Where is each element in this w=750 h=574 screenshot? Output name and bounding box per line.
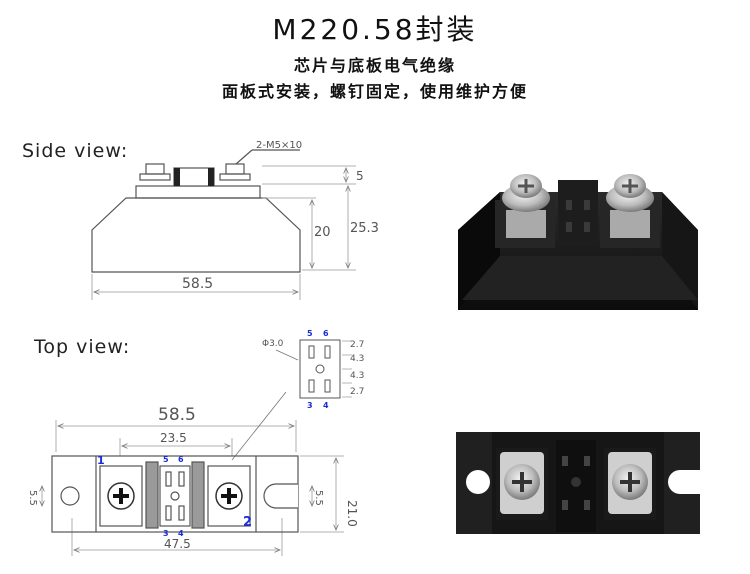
top-wall-left — [145, 461, 159, 529]
dim-top-holes: 47.5 — [164, 537, 191, 551]
top-terminal-right — [207, 465, 251, 527]
dim-body-height: 20 — [314, 225, 331, 240]
side-baseplate — [135, 185, 261, 199]
top-mount-slot — [263, 483, 298, 509]
dim-slot-left: 5.5 — [27, 490, 38, 506]
side-washer-left — [139, 173, 171, 181]
dim-top-height: 21.0 — [345, 500, 359, 527]
pin-dim-1: 2.7 — [350, 340, 364, 350]
dim-top: 5 — [356, 169, 364, 183]
pin-detail-4: 4 — [323, 401, 329, 410]
side-washer-right — [219, 173, 251, 181]
side-view-drawing — [91, 149, 301, 273]
feature-line-mounting: 面板式安装，螺钉固定，使用维护方便 — [221, 82, 528, 101]
pin-detail-6: 6 — [323, 329, 329, 338]
top-view-label: Top view: — [34, 336, 131, 358]
pin-detail-5: 5 — [307, 329, 313, 338]
side-screw-left — [145, 163, 165, 175]
side-body-outline — [91, 197, 301, 273]
dim-total-height: 25.3 — [350, 221, 379, 236]
pin-detail-3: 3 — [307, 401, 313, 410]
side-view-label: Side view: — [22, 140, 129, 162]
side-screw-right — [225, 163, 245, 175]
top-wall-right — [191, 461, 205, 529]
pin-dim-4: 2.7 — [350, 387, 364, 397]
pin-label-1: 1 — [97, 454, 105, 467]
page-title: M220.58封装 — [272, 13, 478, 46]
pin-label-4: 4 — [178, 529, 184, 538]
dim-slot-right: 5.5 — [313, 490, 324, 506]
dim-top-overall: 58.5 — [158, 405, 196, 425]
top-mount-hole — [60, 486, 80, 506]
pin-dim-2: 4.3 — [350, 354, 364, 364]
pin-label-2: 2 — [243, 515, 252, 530]
hole-callout: Φ3.0 — [262, 339, 284, 349]
pin-label-5: 5 — [163, 455, 169, 464]
feature-line-insulation: 芯片与底板电气绝缘 — [293, 56, 456, 75]
dim-side-width: 58.5 — [182, 276, 213, 292]
top-terminal-left — [99, 465, 143, 527]
top-outline — [51, 455, 299, 533]
dim-top-center: 23.5 — [160, 431, 187, 445]
top-dim-lines — [42, 391, 344, 556]
top-screw-right — [215, 482, 243, 510]
side-dim-lines — [91, 165, 356, 300]
pin-label-3: 3 — [163, 529, 169, 538]
photo-module-top — [456, 432, 700, 534]
photo-module-perspective — [458, 174, 698, 310]
top-pin-block — [159, 465, 191, 527]
pin-label-6: 6 — [178, 455, 184, 464]
top-view-drawing — [51, 455, 299, 533]
pin-dim-3: 4.3 — [350, 371, 364, 381]
screw-callout: 2-M5×10 — [256, 140, 302, 151]
pin-detail — [275, 339, 352, 399]
top-screw-left — [107, 482, 135, 510]
